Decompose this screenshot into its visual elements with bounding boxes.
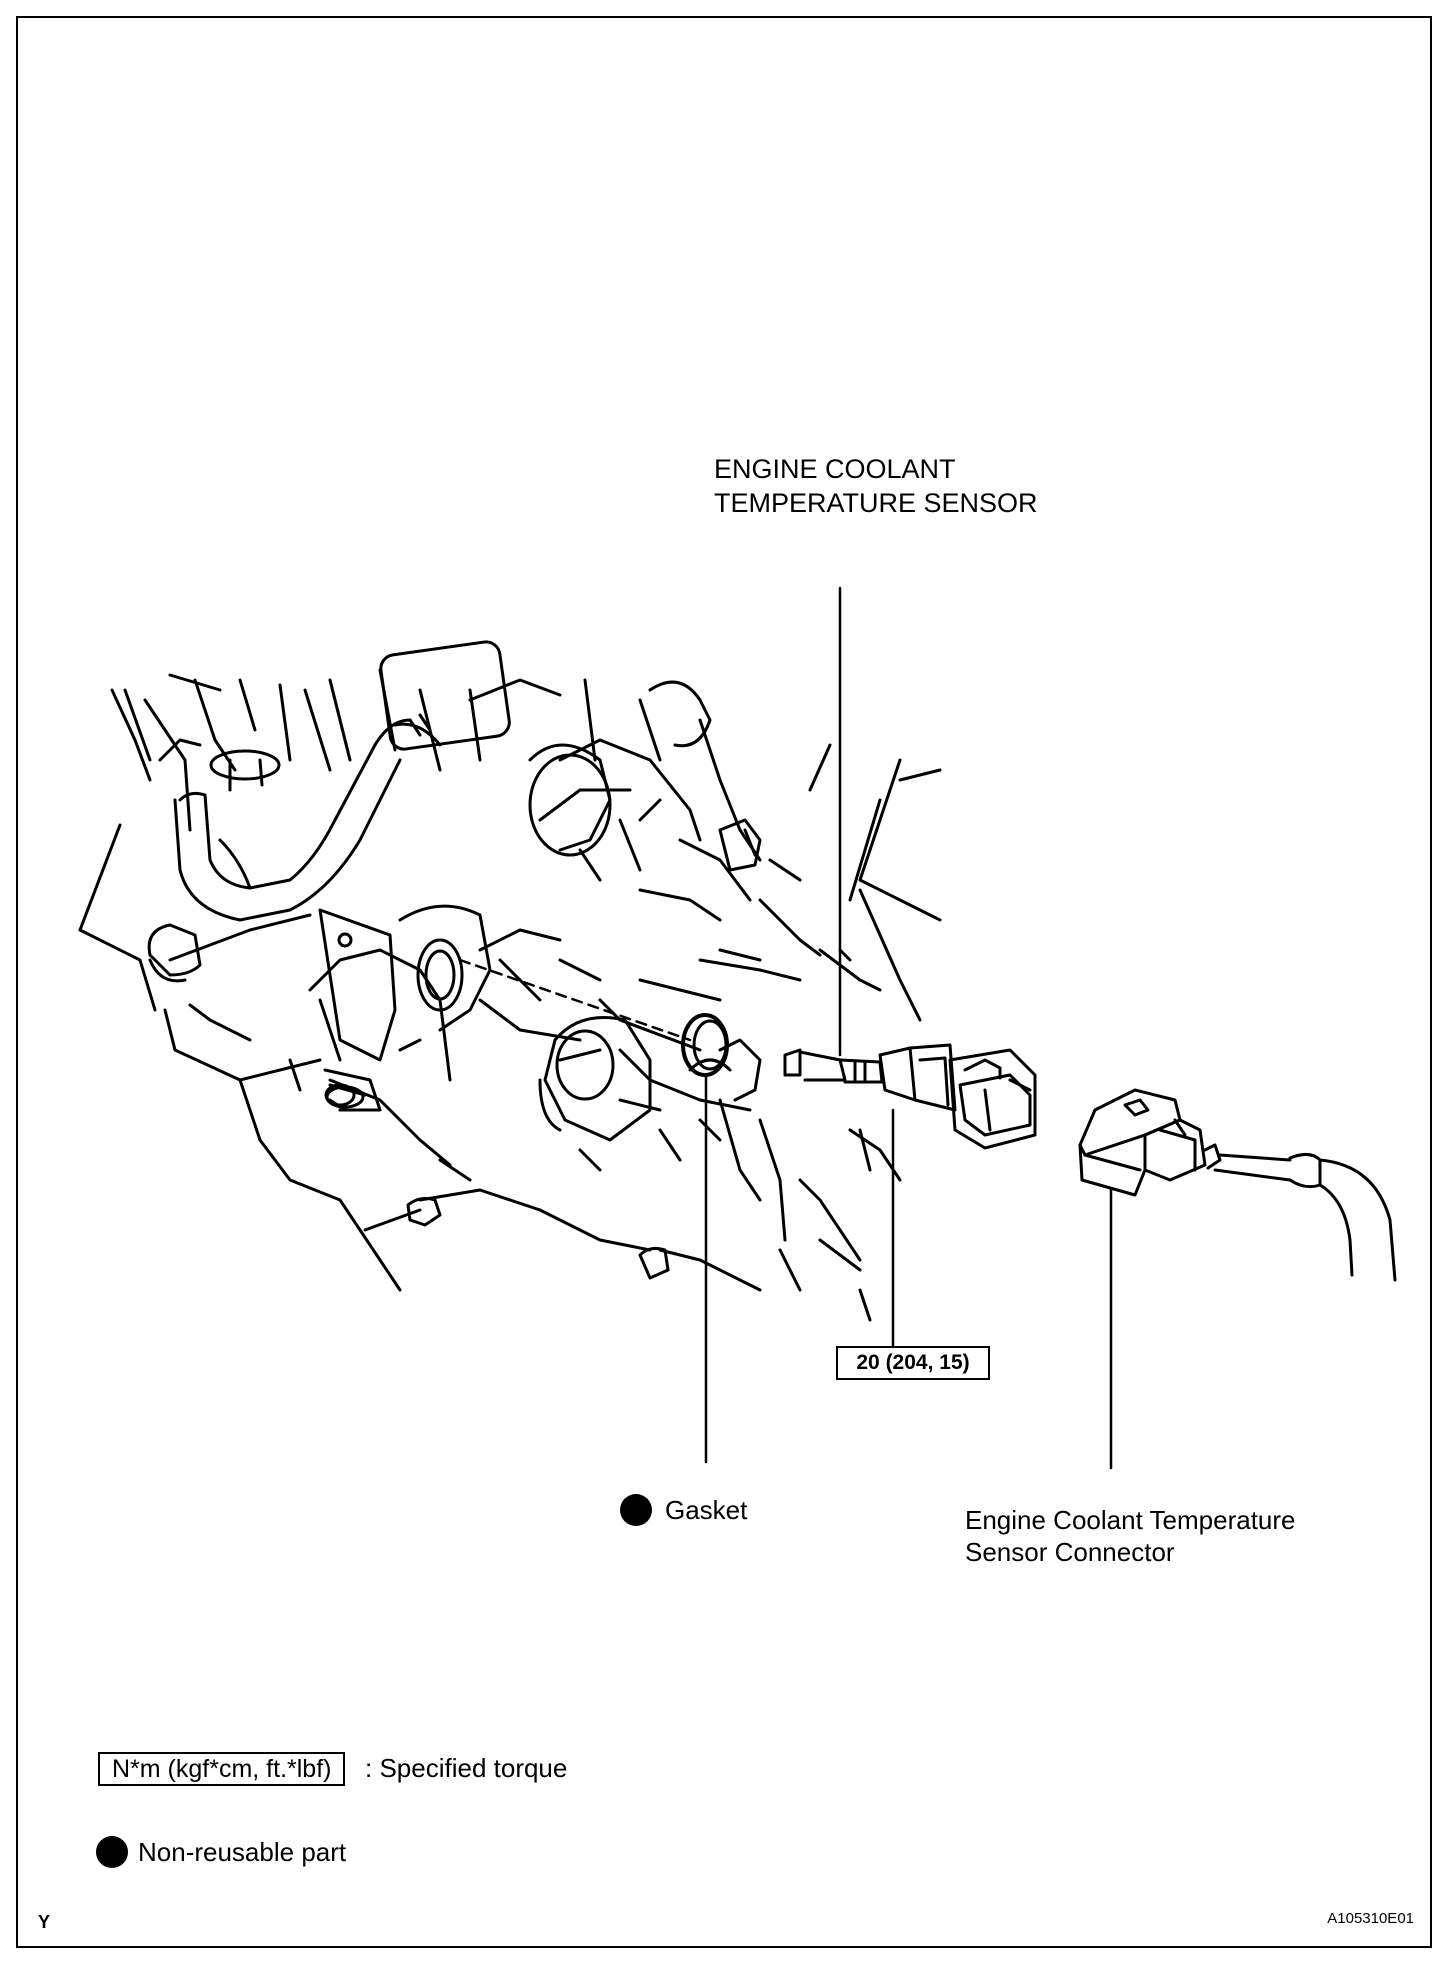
coolant-temperature-sensor — [783, 1043, 1037, 1150]
hose-drawing — [173, 640, 511, 922]
gasket-label: Gasket — [665, 1495, 748, 1525]
sensor-connector-drawing — [1078, 1088, 1397, 1282]
figure-id: A105310E01 — [1327, 1910, 1414, 1927]
legend-torque-meaning: : Specified torque — [365, 1753, 568, 1783]
engine-block-drawing — [78, 668, 942, 1322]
connector-label-line-2: Sensor Connector — [965, 1537, 1175, 1567]
sensor-title-line-1: ENGINE COOLANT — [714, 454, 956, 484]
legend-non-reusable-label: Non-reusable part — [138, 1837, 347, 1867]
sensor-title-line-2: TEMPERATURE SENSOR — [714, 488, 1038, 518]
corner-mark: Y — [38, 1912, 51, 1932]
legend-torque-units-box: N*m (kgf*cm, ft.*lbf) — [98, 1752, 346, 1786]
diagram-frame — [16, 16, 1432, 1948]
torque-value-box: 20 (204, 15) — [836, 1346, 990, 1380]
non-reusable-dot-icon — [620, 1494, 652, 1526]
leader-lines — [704, 586, 1113, 1470]
installation-dashed-line — [458, 958, 692, 1042]
engine-bosses — [147, 680, 762, 1280]
legend-non-reusable-dot-icon — [96, 1836, 128, 1868]
connector-label-line-1: Engine Coolant Temperature — [965, 1505, 1296, 1535]
